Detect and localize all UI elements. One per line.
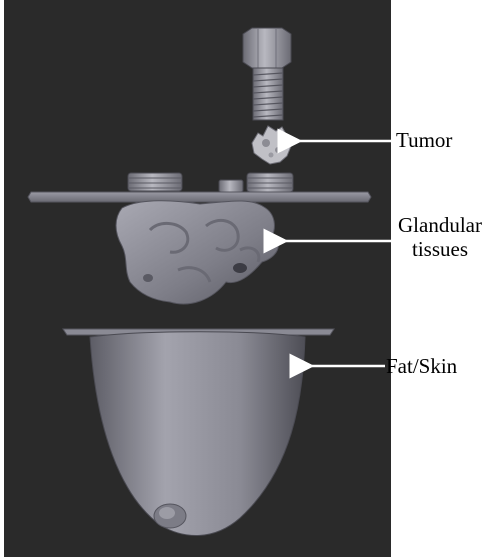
fat-skin-label: Fat/Skin (386, 354, 457, 378)
glandular-label-line2: tissues (380, 237, 500, 261)
glandular-tissues-label: Glandular tissues (380, 213, 500, 261)
glandular-label-line1: Glandular (380, 213, 500, 237)
tumor-label: Tumor (396, 128, 452, 152)
